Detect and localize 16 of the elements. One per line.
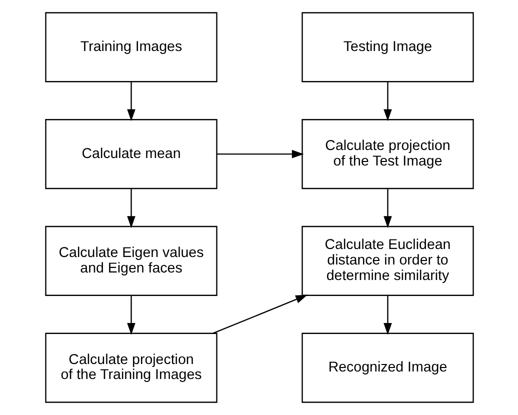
node-box: Calculate Eigen values and Eigen faces	[44, 226, 217, 296]
node-box: Calculate Euclidean distance in order to determine similarity	[301, 226, 474, 296]
node-box: Calculate projection of the Training Images	[44, 332, 217, 403]
arrow	[126, 82, 135, 122]
arrow	[383, 82, 392, 122]
arrow	[126, 296, 135, 335]
arrow	[383, 296, 392, 335]
node-box: Recognized Image	[301, 332, 474, 403]
node-box: Calculate mean	[44, 119, 217, 190]
arrow	[126, 188, 135, 228]
node-box: Testing Image	[301, 12, 474, 82]
node-box: Calculate projection of the Test Image	[301, 119, 474, 190]
arrow	[383, 188, 392, 228]
arrow	[212, 294, 308, 334]
node-box: Training Images	[44, 12, 217, 82]
arrow	[216, 150, 304, 158]
